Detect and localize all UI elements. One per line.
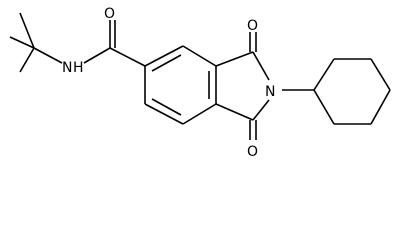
cyclohexyl-bond-1: [313, 58, 335, 91]
bond-quaternary-c-to-n: [33, 47, 63, 64]
ring-bond-5: [144, 103, 184, 125]
atom-labels: N H O N O O: [62, 6, 275, 160]
bond-top-carbonyl-to-n: [252, 51, 270, 81]
cyclohexyl-group: [282, 58, 391, 125]
amide-nitrogen-label: N: [62, 60, 72, 76]
molecule-structure-diagram: N H O N O O: [9, 6, 391, 160]
ring-inner-line-3: [151, 98, 182, 116]
benzene-ring: [144, 45, 217, 125]
cyclohexyl-bond-4: [370, 89, 391, 125]
ring-bond-4: [182, 103, 217, 125]
imide-nitrogen-label: N: [265, 84, 275, 100]
imide-bottom-oxygen-label: O: [247, 144, 258, 160]
bond-methyl-3: [19, 47, 35, 73]
cyclohexyl-bond-6: [313, 89, 335, 125]
bond-methyl-1: [9, 36, 35, 49]
imide-ring: [215, 32, 270, 140]
bond-n-to-carbonyl-c: [83, 47, 111, 64]
bond-bottom-carbonyl-to-ring: [215, 103, 254, 121]
amide-group: [83, 20, 146, 67]
ring-inner-line-1: [151, 54, 182, 72]
imide-top-oxygen-label: O: [247, 18, 258, 34]
bond-n-to-bottom-carbonyl: [252, 99, 270, 121]
ring-bond-1: [144, 45, 184, 67]
bond-carbonyl-to-ring: [109, 47, 146, 67]
tert-butyl-group: [9, 12, 63, 73]
cyclohexyl-bond-3: [370, 58, 391, 91]
ring-bond-2: [182, 45, 217, 67]
amide-oxygen-label: O: [104, 6, 115, 22]
bond-ring-to-top-carbonyl: [215, 51, 254, 67]
amide-hydrogen-label: H: [73, 60, 84, 76]
bond-methyl-2: [19, 12, 35, 49]
